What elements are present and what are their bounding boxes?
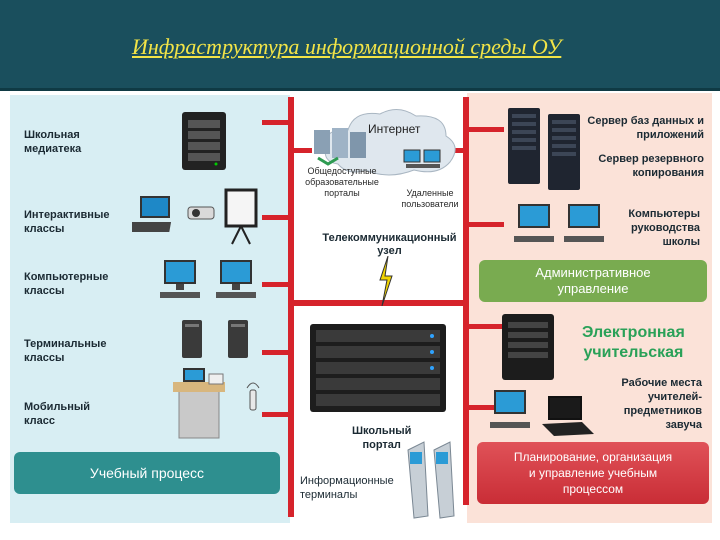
stub-right-3: [469, 324, 504, 329]
computer-monitor-icon: [490, 390, 530, 428]
admin-computers-label: Компьютеры руководства школы: [628, 208, 700, 248]
telecom-node-label: Телекоммуникационный узел: [322, 232, 457, 257]
stub-left-5: [262, 412, 290, 417]
label-mobile-class: Мобильный класс: [24, 401, 90, 427]
computer-monitor-icon: [514, 204, 554, 242]
left-panel: [10, 95, 290, 523]
projection-screen-icon: [224, 188, 258, 245]
terminal-unit-icon: [182, 320, 202, 358]
rack-server-icon: [310, 324, 446, 412]
db-server-label: Сервер баз данных и приложений: [587, 115, 704, 141]
server-tower-icon: [502, 314, 554, 380]
learning-process-box: Учебный процесс: [14, 452, 280, 494]
label-school-mediateka: Школьная медиатека: [24, 129, 82, 155]
internet-label: Интернет: [368, 122, 421, 136]
cloud-icon: [324, 109, 456, 176]
label-computer-classes: Компьютерные классы: [24, 271, 109, 297]
backup-server-label: Сервер резервного копирования: [598, 153, 704, 179]
laptop-icon: [132, 196, 172, 232]
left-bus-line: [288, 97, 294, 517]
label-terminal-classes: Терминальные классы: [24, 338, 107, 364]
planning-management-box: Планирование, организация и управление у…: [477, 442, 709, 504]
computer-monitor-icon: [160, 260, 200, 298]
info-terminals-label: Информационные терминалы: [300, 475, 394, 501]
admin-management-box: Административное управление: [479, 260, 707, 302]
mobile-cart-icon: [173, 368, 225, 439]
computer-monitor-icon: [564, 204, 604, 242]
header-bar: Инфраструктура информационной среды ОУ: [0, 0, 720, 91]
right-bus-line: [463, 97, 469, 505]
stub-left-1: [262, 120, 290, 125]
stub-right-2: [469, 222, 504, 227]
school-portal-label: Школьный портал: [352, 425, 412, 451]
laptop-icon: [542, 396, 594, 436]
portal-server-icon: [314, 128, 366, 166]
middle-bus-line: [294, 300, 463, 306]
terminal-unit-icon: [228, 320, 248, 358]
stub-right-4: [469, 405, 504, 410]
computer-monitor-icon: [216, 260, 256, 298]
projector-icon: [187, 206, 215, 220]
stub-left-3: [262, 282, 290, 287]
info-kiosk-icon: [407, 441, 455, 519]
rack-tower-icon: [508, 108, 540, 184]
header-edge: [0, 88, 720, 91]
portals-label: Общедоступные образовательные порталы: [305, 166, 379, 198]
rack-tower-icon: [548, 114, 580, 190]
lightning-icon: [379, 256, 393, 306]
stub-left-4: [262, 350, 290, 355]
wireless-antenna-icon: [246, 382, 260, 411]
teacher-workplaces-label: Рабочие места учителей- предметников зав…: [621, 377, 702, 431]
stub-mid-1: [294, 148, 312, 153]
label-interactive-classes: Интерактивные классы: [24, 209, 110, 235]
server-tower-icon: [182, 112, 226, 170]
remote-users-label: Удаленные пользователи: [401, 188, 459, 209]
remote-users-icon: [403, 149, 441, 168]
page-title: Инфраструктура информационной среды ОУ: [132, 34, 562, 59]
e-teacher-title: Электронная учительская: [582, 324, 685, 361]
stub-right-1: [469, 127, 504, 132]
stub-left-2: [262, 215, 290, 220]
